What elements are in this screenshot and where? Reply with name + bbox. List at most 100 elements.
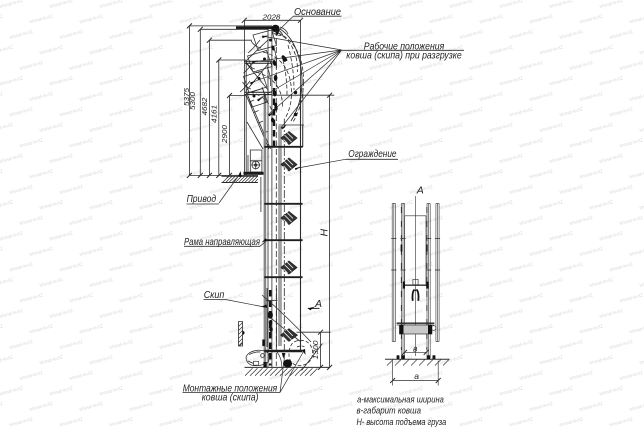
svg-text:tehsnab-lev.KZ: tehsnab-lev.KZ: [549, 385, 574, 397]
svg-text:tehsnab-lev.KZ: tehsnab-lev.KZ: [169, 370, 194, 382]
svg-text:tehsnab-lev.KZ: tehsnab-lev.KZ: [29, 401, 54, 413]
svg-text:tehsnab-lev.KZ: tehsnab-lev.KZ: [559, 339, 584, 351]
svg-text:4161: 4161: [212, 105, 219, 123]
svg-text:tehsnab-lev.KZ: tehsnab-lev.KZ: [129, 323, 154, 335]
svg-text:tehsnab-lev.KZ: tehsnab-lev.KZ: [349, 75, 374, 87]
svg-text:tehsnab-lev.KZ: tehsnab-lev.KZ: [19, 60, 44, 72]
svg-text:tehsnab-lev.KZ: tehsnab-lev.KZ: [149, 0, 174, 10]
svg-text:tehsnab-lev.KZ: tehsnab-lev.KZ: [579, 401, 604, 413]
svg-text:tehsnab-lev.KZ: tehsnab-lev.KZ: [259, 416, 284, 428]
svg-text:tehsnab-lev.KZ: tehsnab-lev.KZ: [79, 246, 104, 258]
svg-text:tehsnab-lev.KZ: tehsnab-lev.KZ: [459, 184, 484, 196]
svg-text:5300: 5300: [190, 92, 197, 110]
svg-text:tehsnab-lev.KZ: tehsnab-lev.KZ: [69, 60, 94, 72]
svg-text:tehsnab-lev.KZ: tehsnab-lev.KZ: [519, 137, 544, 149]
svg-text:tehsnab-lev.KZ: tehsnab-lev.KZ: [479, 246, 504, 258]
svg-text:tehsnab-lev.KZ: tehsnab-lev.KZ: [559, 261, 584, 273]
svg-text:tehsnab-lev.KZ: tehsnab-lev.KZ: [539, 122, 564, 134]
svg-text:tehsnab-lev.KZ: tehsnab-lev.KZ: [199, 0, 224, 10]
svg-text:tehsnab-lev.KZ: tehsnab-lev.KZ: [489, 354, 514, 366]
svg-text:tehsnab-lev.KZ: tehsnab-lev.KZ: [339, 199, 364, 211]
svg-text:tehsnab-lev.KZ: tehsnab-lev.KZ: [239, 354, 264, 366]
svg-text:tehsnab-lev.KZ: tehsnab-lev.KZ: [109, 339, 134, 351]
svg-text:tehsnab-lev.KZ: tehsnab-lev.KZ: [349, 308, 374, 320]
svg-text:tehsnab-lev.KZ: tehsnab-lev.KZ: [89, 122, 114, 134]
svg-text:tehsnab-lev.KZ: tehsnab-lev.KZ: [0, 323, 4, 335]
svg-text:tehsnab-lev.KZ: tehsnab-lev.KZ: [39, 122, 64, 134]
svg-text:ковша (скипа): ковша (скипа): [202, 392, 259, 404]
svg-text:tehsnab-lev.KZ: tehsnab-lev.KZ: [49, 153, 74, 165]
svg-text:tehsnab-lev.KZ: tehsnab-lev.KZ: [609, 184, 634, 196]
svg-text:tehsnab-lev.KZ: tehsnab-lev.KZ: [439, 122, 464, 134]
svg-text:tehsnab-lev.KZ: tehsnab-lev.KZ: [39, 199, 64, 211]
svg-text:tehsnab-lev.KZ: tehsnab-lev.KZ: [9, 261, 34, 273]
svg-text:tehsnab-lev.KZ: tehsnab-lev.KZ: [529, 246, 554, 258]
svg-text:tehsnab-lev.KZ: tehsnab-lev.KZ: [629, 323, 644, 335]
svg-text:tehsnab-lev.KZ: tehsnab-lev.KZ: [79, 401, 104, 413]
svg-text:tehsnab-lev.KZ: tehsnab-lev.KZ: [219, 370, 244, 382]
svg-text:tehsnab-lev.KZ: tehsnab-lev.KZ: [79, 91, 104, 103]
svg-text:tehsnab-lev.KZ: tehsnab-lev.KZ: [199, 153, 224, 165]
svg-text:tehsnab-lev.KZ: tehsnab-lev.KZ: [589, 277, 614, 289]
svg-text:tehsnab-lev.KZ: tehsnab-lev.KZ: [39, 44, 64, 56]
svg-text:tehsnab-lev.KZ: tehsnab-lev.KZ: [0, 168, 4, 180]
svg-text:tehsnab-lev.KZ: tehsnab-lev.KZ: [29, 168, 54, 180]
svg-text:tehsnab-lev.KZ: tehsnab-lev.KZ: [449, 385, 474, 397]
svg-text:tehsnab-lev.KZ: tehsnab-lev.KZ: [419, 137, 444, 149]
svg-text:tehsnab-lev.KZ: tehsnab-lev.KZ: [19, 292, 44, 304]
svg-text:tehsnab-lev.KZ: tehsnab-lev.KZ: [199, 308, 224, 320]
svg-text:tehsnab-lev.KZ: tehsnab-lev.KZ: [509, 339, 534, 351]
svg-text:tehsnab-lev.KZ: tehsnab-lev.KZ: [129, 246, 154, 258]
svg-text:tehsnab-lev.KZ: tehsnab-lev.KZ: [639, 199, 644, 211]
svg-text:Рама направляющая: Рама направляющая: [184, 236, 260, 248]
svg-text:tehsnab-lev.KZ: tehsnab-lev.KZ: [639, 44, 644, 56]
svg-text:tehsnab-lev.KZ: tehsnab-lev.KZ: [429, 13, 454, 25]
svg-text:tehsnab-lev.KZ: tehsnab-lev.KZ: [589, 199, 614, 211]
svg-text:Н- высота подъема груза: Н- высота подъема груза: [357, 417, 447, 428]
svg-text:tehsnab-lev.KZ: tehsnab-lev.KZ: [309, 29, 334, 41]
svg-text:tehsnab-lev.KZ: tehsnab-lev.KZ: [579, 246, 604, 258]
svg-text:tehsnab-lev.KZ: tehsnab-lev.KZ: [429, 91, 454, 103]
svg-text:tehsnab-lev.KZ: tehsnab-lev.KZ: [39, 354, 64, 366]
svg-text:tehsnab-lev.KZ: tehsnab-lev.KZ: [109, 261, 134, 273]
svg-text:tehsnab-lev.KZ: tehsnab-lev.KZ: [199, 75, 224, 87]
svg-text:tehsnab-lev.KZ: tehsnab-lev.KZ: [449, 75, 474, 87]
svg-text:tehsnab-lev.KZ: tehsnab-lev.KZ: [509, 29, 534, 41]
svg-text:tehsnab-lev.KZ: tehsnab-lev.KZ: [639, 354, 644, 366]
svg-text:tehsnab-lev.KZ: tehsnab-lev.KZ: [349, 0, 374, 10]
svg-text:tehsnab-lev.KZ: tehsnab-lev.KZ: [189, 354, 214, 366]
svg-text:tehsnab-lev.KZ: tehsnab-lev.KZ: [119, 292, 144, 304]
svg-text:tehsnab-lev.KZ: tehsnab-lev.KZ: [339, 354, 364, 366]
svg-text:tehsnab-lev.KZ: tehsnab-lev.KZ: [329, 168, 354, 180]
svg-text:tehsnab-lev.KZ: tehsnab-lev.KZ: [9, 339, 34, 351]
svg-text:tehsnab-lev.KZ: tehsnab-lev.KZ: [359, 261, 384, 273]
svg-text:tehsnab-lev.KZ: tehsnab-lev.KZ: [49, 0, 74, 10]
svg-text:tehsnab-lev.KZ: tehsnab-lev.KZ: [469, 292, 494, 304]
svg-text:tehsnab-lev.KZ: tehsnab-lev.KZ: [479, 91, 504, 103]
svg-text:tehsnab-lev.KZ: tehsnab-lev.KZ: [189, 44, 214, 56]
svg-text:tehsnab-lev.KZ: tehsnab-lev.KZ: [179, 323, 204, 335]
svg-text:tehsnab-lev.KZ: tehsnab-lev.KZ: [349, 230, 374, 242]
svg-text:tehsnab-lev.KZ: tehsnab-lev.KZ: [499, 153, 524, 165]
svg-text:tehsnab-lev.KZ: tehsnab-lev.KZ: [619, 215, 644, 227]
svg-text:tehsnab-lev.KZ: tehsnab-lev.KZ: [329, 401, 354, 413]
svg-text:tehsnab-lev.KZ: tehsnab-lev.KZ: [359, 106, 384, 118]
svg-text:tehsnab-lev.KZ: tehsnab-lev.KZ: [599, 75, 624, 87]
svg-text:tehsnab-lev.KZ: tehsnab-lev.KZ: [209, 339, 234, 351]
svg-text:Ограждение: Ограждение: [348, 148, 396, 160]
svg-text:tehsnab-lev.KZ: tehsnab-lev.KZ: [379, 91, 404, 103]
svg-text:tehsnab-lev.KZ: tehsnab-lev.KZ: [419, 60, 444, 72]
svg-text:tehsnab-lev.KZ: tehsnab-lev.KZ: [0, 199, 14, 211]
svg-text:tehsnab-lev.KZ: tehsnab-lev.KZ: [639, 122, 644, 134]
svg-text:tehsnab-lev.KZ: tehsnab-lev.KZ: [519, 370, 544, 382]
svg-text:tehsnab-lev.KZ: tehsnab-lev.KZ: [419, 292, 444, 304]
svg-text:tehsnab-lev.KZ: tehsnab-lev.KZ: [499, 230, 524, 242]
svg-text:tehsnab-lev.KZ: tehsnab-lev.KZ: [499, 75, 524, 87]
svg-text:tehsnab-lev.KZ: tehsnab-lev.KZ: [459, 339, 484, 351]
svg-text:tehsnab-lev.KZ: tehsnab-lev.KZ: [79, 323, 104, 335]
svg-text:ковша (скипа) при разгрузке: ковша (скипа) при разгрузке: [346, 50, 462, 62]
svg-text:tehsnab-lev.KZ: tehsnab-lev.KZ: [119, 370, 144, 382]
svg-text:tehsnab-lev.KZ: tehsnab-lev.KZ: [479, 168, 504, 180]
svg-text:tehsnab-lev.KZ: tehsnab-lev.KZ: [439, 354, 464, 366]
svg-text:tehsnab-lev.KZ: tehsnab-lev.KZ: [209, 261, 234, 273]
